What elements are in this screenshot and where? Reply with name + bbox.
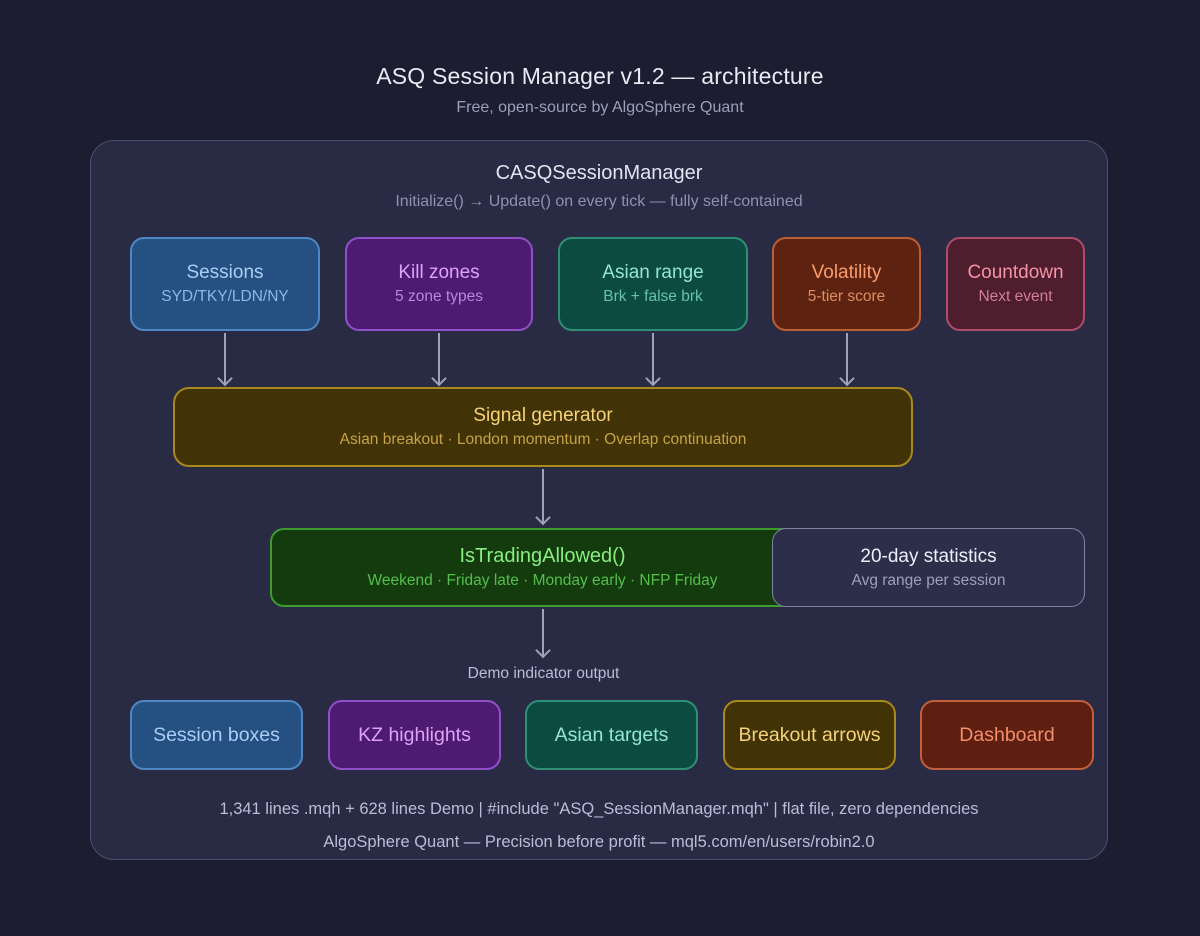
module-subtitle: Brk + false brk bbox=[603, 288, 703, 306]
demo-output-label: Demo indicator output bbox=[467, 665, 620, 682]
statistics-box: 20-day statistics Avg range per session bbox=[772, 528, 1085, 607]
module-title: Sessions bbox=[186, 262, 264, 284]
module-title: Asian range bbox=[602, 262, 704, 284]
module-box-volatility: Volatility 5-tier score bbox=[772, 237, 921, 331]
statistics-title: 20-day statistics bbox=[860, 545, 997, 567]
panel-subtitle: Initialize() → Update() on every tick — … bbox=[395, 193, 803, 210]
output-box-session-boxes: Session boxes bbox=[130, 700, 303, 770]
module-box-kill-zones: Kill zones 5 zone types bbox=[345, 237, 533, 331]
arrow-killzones-to-signal bbox=[438, 333, 440, 385]
signal-generator-subtitle: Asian breakout · London momentum · Overl… bbox=[339, 431, 747, 449]
signal-generator-title: Signal generator bbox=[473, 405, 613, 427]
module-title: Volatility bbox=[811, 262, 882, 284]
trading-filter-title: IsTradingAllowed() bbox=[459, 545, 626, 568]
trading-filter-subtitle: Weekend · Friday late · Monday early · N… bbox=[367, 572, 718, 590]
signal-generator-box: Signal generator Asian breakout · London… bbox=[173, 387, 913, 467]
module-subtitle: Next event bbox=[978, 288, 1053, 306]
trading-filter-box: IsTradingAllowed() Weekend · Friday late… bbox=[270, 528, 815, 607]
module-subtitle: SYD/TKY/LDN/NY bbox=[161, 288, 289, 306]
module-title: Kill zones bbox=[398, 262, 480, 284]
arrow-volatility-to-signal bbox=[846, 333, 848, 385]
output-label: Session boxes bbox=[153, 723, 280, 746]
arrow-filter-to-output bbox=[542, 609, 544, 657]
footer-line-2: AlgoSphere Quant — Precision before prof… bbox=[323, 833, 875, 851]
output-box-kz-highlights: KZ highlights bbox=[328, 700, 501, 770]
module-box-asian-range: Asian range Brk + false brk bbox=[558, 237, 748, 331]
module-title: Countdown bbox=[967, 262, 1064, 284]
output-box-breakout-arrows: Breakout arrows bbox=[723, 700, 896, 770]
module-subtitle: 5 zone types bbox=[395, 288, 483, 306]
page-subtitle: Free, open-source by AlgoSphere Quant bbox=[456, 99, 744, 116]
footer-line-1: 1,341 lines .mqh + 628 lines Demo | #inc… bbox=[219, 800, 979, 818]
page-title: ASQ Session Manager v1.2 — architecture bbox=[376, 63, 824, 89]
arrow-sessions-to-signal bbox=[224, 333, 226, 385]
arrow-asianrange-to-signal bbox=[652, 333, 654, 385]
output-label: Breakout arrows bbox=[738, 723, 881, 746]
module-box-countdown: Countdown Next event bbox=[946, 237, 1085, 331]
output-box-dashboard: Dashboard bbox=[920, 700, 1094, 770]
output-label: KZ highlights bbox=[358, 723, 471, 746]
output-label: Asian targets bbox=[554, 723, 669, 746]
module-subtitle: 5-tier score bbox=[807, 288, 886, 306]
panel-title: CASQSessionManager bbox=[495, 162, 703, 184]
statistics-subtitle: Avg range per session bbox=[851, 571, 1006, 589]
arrow-signal-to-filter bbox=[542, 469, 544, 524]
output-label: Dashboard bbox=[959, 723, 1055, 746]
output-box-asian-targets: Asian targets bbox=[525, 700, 698, 770]
module-box-sessions: Sessions SYD/TKY/LDN/NY bbox=[130, 237, 320, 331]
